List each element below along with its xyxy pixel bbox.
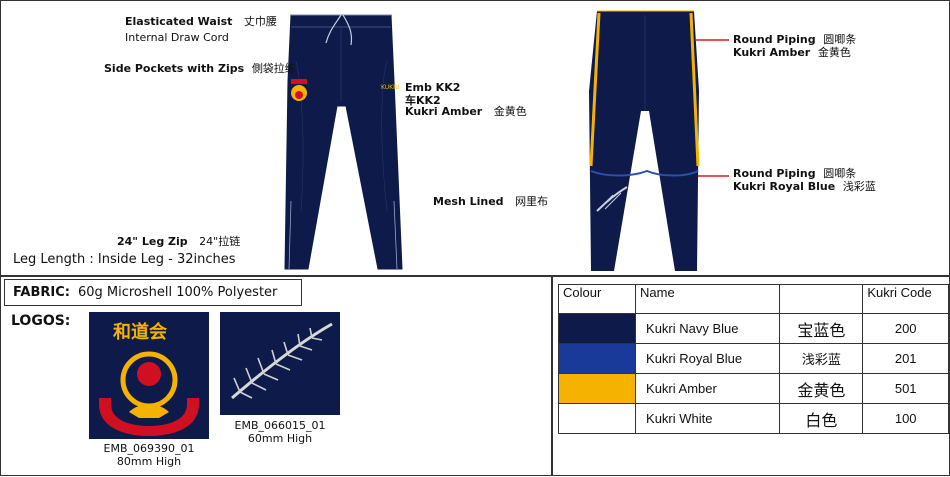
logo2-caption: EMB_066015_01 60mm High [234, 419, 326, 445]
leg-length-label: Leg Length : Inside Leg - 32inches [13, 252, 236, 267]
svg-text:KUKRI: KUKRI [381, 84, 399, 91]
mesh-label: Mesh Lined 网里布 [433, 195, 549, 208]
club-badge-icon: 和道会 [99, 321, 199, 436]
emb-label: Emb KK2 [405, 81, 461, 94]
draw-cord-label: Internal Draw Cord [125, 31, 229, 44]
fabric-value: 60g Microshell 100% Polyester [77, 285, 278, 300]
logo-club-badge: 和道会 [89, 312, 209, 439]
colour-swatch [557, 403, 637, 434]
emb-cn-label: 车KK2 [405, 94, 441, 107]
colour-swatch [557, 343, 637, 374]
table-row: Kukri Royal Blue 浅彩蓝 201 [557, 343, 949, 374]
horizontal-divider [1, 275, 949, 277]
fabric-box: FABRIC: 60g Microshell 100% Polyester [4, 279, 302, 306]
table-row: Kukri Navy Blue 宝蓝色 200 [557, 313, 949, 344]
vertical-divider [551, 276, 553, 476]
fabric-key: FABRIC: [13, 285, 70, 300]
fern-icon [231, 322, 333, 400]
pockets-label: Side Pockets with Zips 側袋拉练 [104, 62, 296, 75]
waist-label: Elasticated Waist 丈巾腰 [125, 15, 277, 28]
colour-table-header: Colour Name Kukri Code [557, 284, 949, 314]
emb-colour-label: Kukri Amber 金黄色 [405, 105, 527, 118]
logos-label: LOGOS: [11, 313, 71, 329]
colour-swatch [557, 373, 637, 404]
logo1-caption: EMB_069390_01 80mm High [103, 442, 195, 468]
table-row: Kukri Amber 金黄色 501 [557, 373, 949, 404]
piping-amber-label: Round Piping 圆唧条 [733, 33, 857, 46]
piping-royal-colour: Kukri Royal Blue 浅彩蓝 [733, 180, 876, 193]
piping-amber-colour: Kukri Amber 金黄色 [733, 46, 851, 59]
colour-swatch [557, 313, 637, 344]
leg-zip-label: 24" Leg Zip 24"拉链 [117, 235, 241, 248]
piping-royal-label: Round Piping 圆唧条 [733, 167, 857, 180]
colour-table: Colour Name Kukri Code Kukri Navy Blue 宝… [557, 284, 949, 434]
svg-text:和道会: 和道会 [113, 321, 167, 343]
logo-silver-fern [220, 312, 340, 415]
table-row: Kukri White 白色 100 [557, 403, 949, 434]
